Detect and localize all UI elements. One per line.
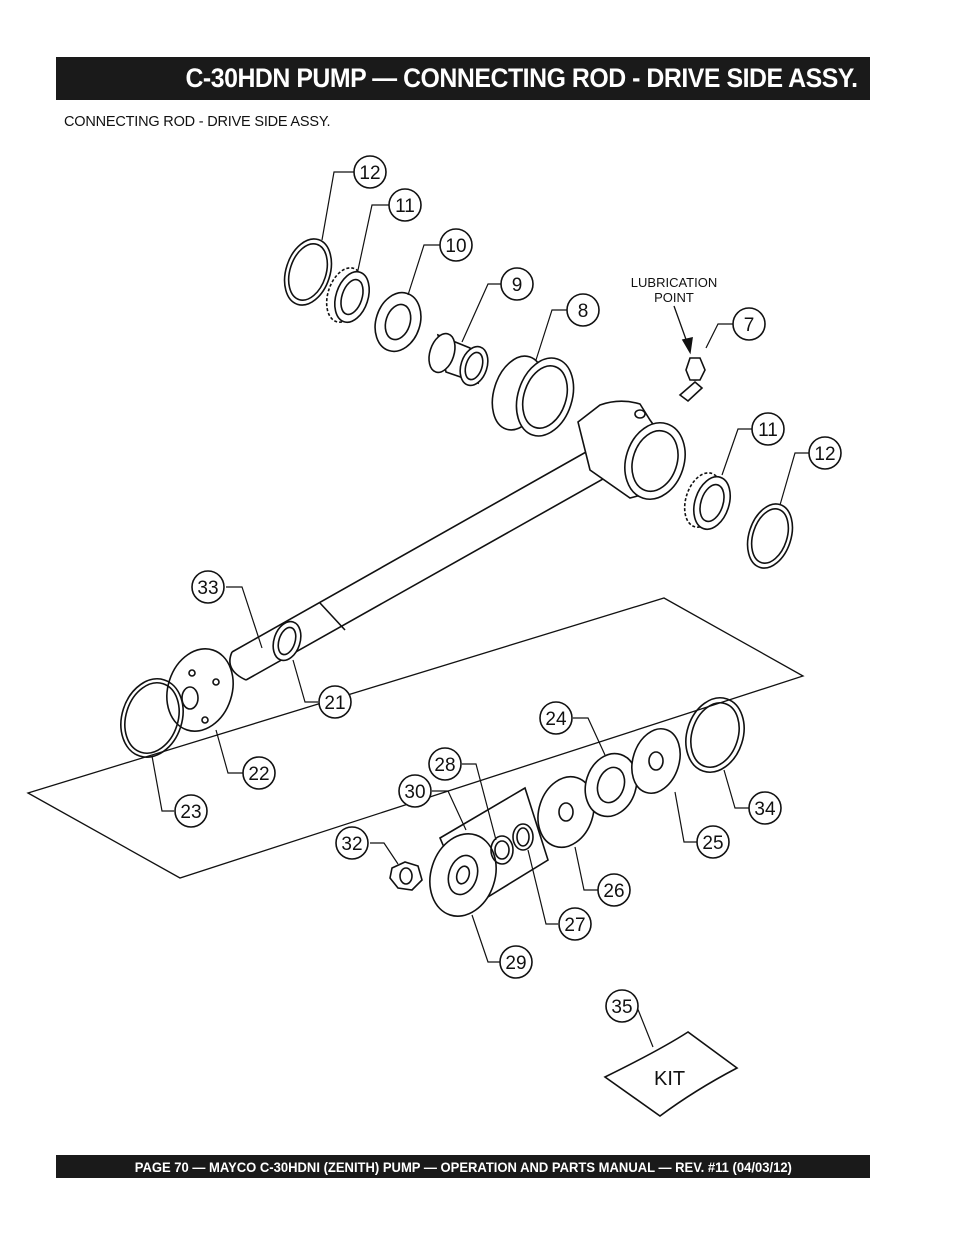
- svg-text:22: 22: [248, 764, 269, 785]
- svg-text:12: 12: [359, 163, 380, 184]
- part-23-ring: [120, 678, 184, 758]
- callout-25: 25: [696, 825, 730, 859]
- callout-22: 22: [242, 756, 276, 790]
- bearing-housing: [577, 400, 686, 500]
- page-title: C-30HDN PUMP — CONNECTING ROD - DRIVE SI…: [185, 63, 859, 93]
- callout-11-top: 11: [388, 188, 422, 222]
- svg-text:24: 24: [545, 709, 567, 730]
- svg-text:12: 12: [814, 444, 835, 465]
- part-25-disc: [631, 728, 681, 794]
- page-title-bar: C-30HDN PUMP — CONNECTING ROD - DRIVE SI…: [56, 57, 870, 100]
- svg-text:35: 35: [611, 997, 632, 1018]
- callout-23: 23: [174, 794, 208, 828]
- svg-text:32: 32: [341, 834, 362, 855]
- part-7-grease-fitting: [678, 357, 706, 403]
- svg-text:11: 11: [758, 420, 778, 441]
- part-30-piston-body: [429, 786, 549, 917]
- callout-26: 26: [597, 873, 631, 907]
- callout-10: 10: [439, 228, 473, 262]
- callouts: 12 11 10 9 8 7 11 12 33 21 22 23 24 28 3…: [174, 155, 842, 1023]
- part-9-sleeve: [428, 332, 489, 387]
- svg-text:34: 34: [754, 799, 776, 820]
- part-11-bearing-right: [683, 472, 731, 531]
- leader-lines: [151, 171, 809, 1048]
- part-32-nut: [389, 861, 423, 891]
- callout-21: 21: [318, 685, 352, 719]
- part-34-ring: [685, 697, 745, 773]
- part-27-seal: [512, 823, 534, 851]
- svg-text:11: 11: [395, 196, 415, 217]
- part-24-washer: [584, 752, 638, 818]
- svg-text:21: 21: [324, 693, 345, 714]
- svg-text:28: 28: [434, 755, 455, 776]
- part-10-washer: [374, 291, 422, 353]
- section-subtitle: CONNECTING ROD - DRIVE SIDE ASSY.: [64, 114, 331, 130]
- callout-12-right: 12: [808, 436, 842, 470]
- callout-32: 32: [335, 826, 369, 860]
- assembly-plane: [26, 597, 805, 879]
- callout-24: 24: [539, 701, 573, 735]
- kit-label: KIT: [654, 1068, 685, 1090]
- callout-29: 29: [499, 945, 533, 979]
- callout-9: 9: [500, 267, 534, 301]
- page-footer-text: PAGE 70 — MAYCO C-30HDNI (ZENITH) PUMP —…: [134, 1158, 792, 1175]
- callout-8: 8: [566, 293, 600, 327]
- part-12-ring-right: [746, 503, 794, 569]
- page-footer-bar: PAGE 70 — MAYCO C-30HDNI (ZENITH) PUMP —…: [56, 1155, 870, 1178]
- lubrication-label-line1: LUBRICATION: [631, 275, 717, 290]
- svg-text:25: 25: [702, 833, 723, 854]
- callout-28: 28: [428, 747, 462, 781]
- svg-text:7: 7: [744, 315, 755, 336]
- part-35-kit-card: [603, 1031, 739, 1117]
- svg-text:23: 23: [180, 802, 201, 823]
- svg-text:9: 9: [512, 275, 523, 296]
- part-12-ring-top: [283, 238, 333, 306]
- part-11-bearing-top: [325, 267, 371, 324]
- part-21-ring: [272, 620, 302, 662]
- callout-30: 30: [398, 774, 432, 808]
- callout-12-top: 12: [353, 155, 387, 189]
- svg-text:26: 26: [603, 881, 624, 902]
- callout-33: 33: [191, 570, 225, 604]
- part-28-seal: [490, 835, 514, 865]
- callout-27: 27: [558, 907, 592, 941]
- svg-text:10: 10: [445, 236, 466, 257]
- callout-35: 35: [605, 989, 639, 1023]
- svg-text:29: 29: [505, 953, 526, 974]
- svg-text:30: 30: [404, 782, 425, 803]
- callout-34: 34: [748, 791, 782, 825]
- part-26-disc: [537, 775, 595, 849]
- svg-text:33: 33: [197, 578, 218, 599]
- svg-text:27: 27: [564, 915, 585, 936]
- callout-11-right: 11: [751, 412, 785, 446]
- lubrication-label-line2: POINT: [654, 290, 694, 305]
- svg-text:8: 8: [578, 301, 589, 322]
- callout-7: 7: [732, 307, 766, 341]
- part-8-bushing: [491, 355, 575, 437]
